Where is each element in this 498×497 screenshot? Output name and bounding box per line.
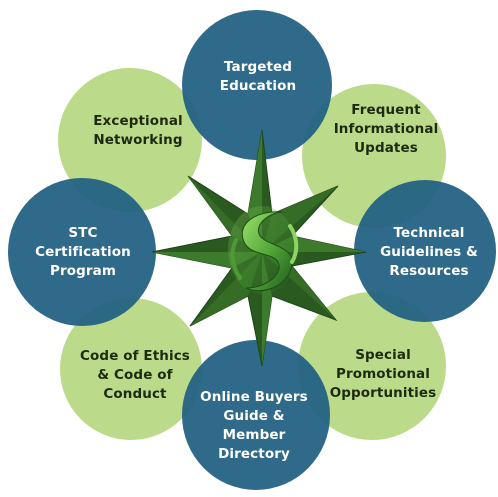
label-targeted-education: Targeted Education [219,59,297,94]
circle-technical-guidelines-resources: Technical Guidelines & Resources [354,180,496,322]
label-exceptional-networking: Exceptional Networking [93,113,183,148]
circle-stc-certification-program: STC Certification Program [8,178,156,326]
label-special-promotional-opportunities: Special Promotional Opportunities [329,347,437,401]
circle-online-buyers-guide: Online Buyers Guide & Member Directory [182,340,330,490]
label-technical-guidelines-resources: Technical Guidelines & Resources [380,225,478,279]
label-online-buyers-guide: Online Buyers Guide & Member Directory [200,389,308,462]
label-code-of-ethics: Code of Ethics & Code of Conduct [80,348,190,402]
circle-targeted-education: Targeted Education [182,10,332,160]
label-frequent-informational-updates: Frequent Informational Updates [333,102,439,156]
label-stc-certification-program: STC Certification Program [35,225,131,279]
swoosh-logo-icon [228,206,299,294]
